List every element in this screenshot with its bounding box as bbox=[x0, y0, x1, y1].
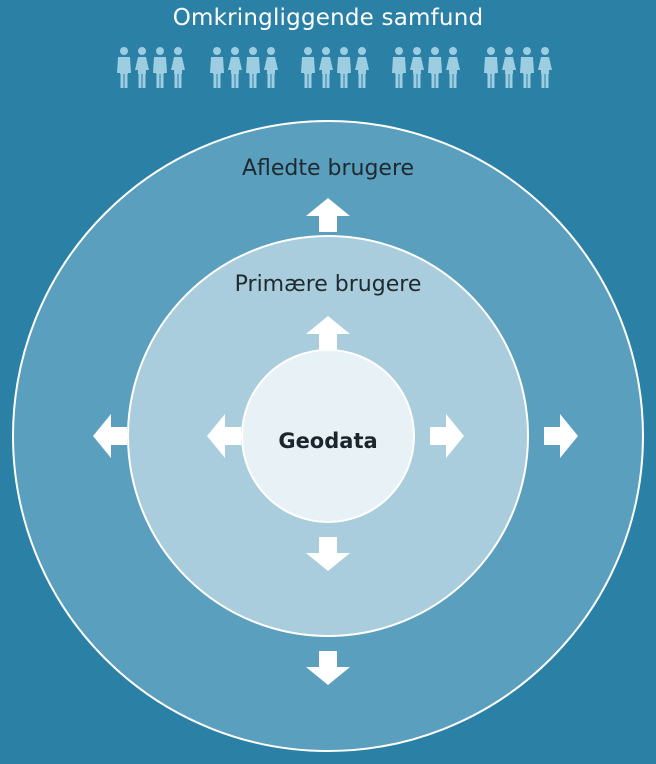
people-row bbox=[117, 47, 552, 88]
person-icon bbox=[246, 47, 260, 88]
person-icon bbox=[264, 47, 278, 88]
arrow-inner-up bbox=[306, 316, 350, 350]
core-label: Geodata bbox=[278, 429, 378, 453]
person-icon bbox=[355, 47, 369, 88]
arrow-outer-down bbox=[306, 651, 350, 685]
person-icon bbox=[538, 47, 552, 88]
person-icon bbox=[502, 47, 516, 88]
person-icon bbox=[301, 47, 315, 88]
person-icon bbox=[117, 47, 131, 88]
arrow-outer-right bbox=[544, 414, 578, 458]
arrow-inner-down bbox=[306, 537, 350, 571]
person-icon bbox=[484, 47, 498, 88]
inner-ring-label: Primære brugere bbox=[234, 272, 422, 297]
person-icon bbox=[153, 47, 167, 88]
person-icon bbox=[446, 47, 460, 88]
person-icon bbox=[135, 47, 149, 88]
person-icon bbox=[520, 47, 534, 88]
outer-ring-label: Afledte brugere bbox=[241, 156, 415, 181]
person-icon bbox=[428, 47, 442, 88]
person-icon bbox=[228, 47, 242, 88]
person-icon bbox=[337, 47, 351, 88]
person-icon bbox=[171, 47, 185, 88]
arrow-inner-left bbox=[207, 414, 241, 458]
person-icon bbox=[319, 47, 333, 88]
community-title: Omkringliggende samfund bbox=[172, 5, 484, 31]
person-icon bbox=[392, 47, 406, 88]
arrows-group bbox=[93, 198, 578, 685]
person-icon bbox=[410, 47, 424, 88]
arrow-outer-up bbox=[306, 198, 350, 232]
arrow-inner-right bbox=[430, 414, 464, 458]
arrow-outer-left bbox=[93, 414, 127, 458]
person-icon bbox=[210, 47, 224, 88]
